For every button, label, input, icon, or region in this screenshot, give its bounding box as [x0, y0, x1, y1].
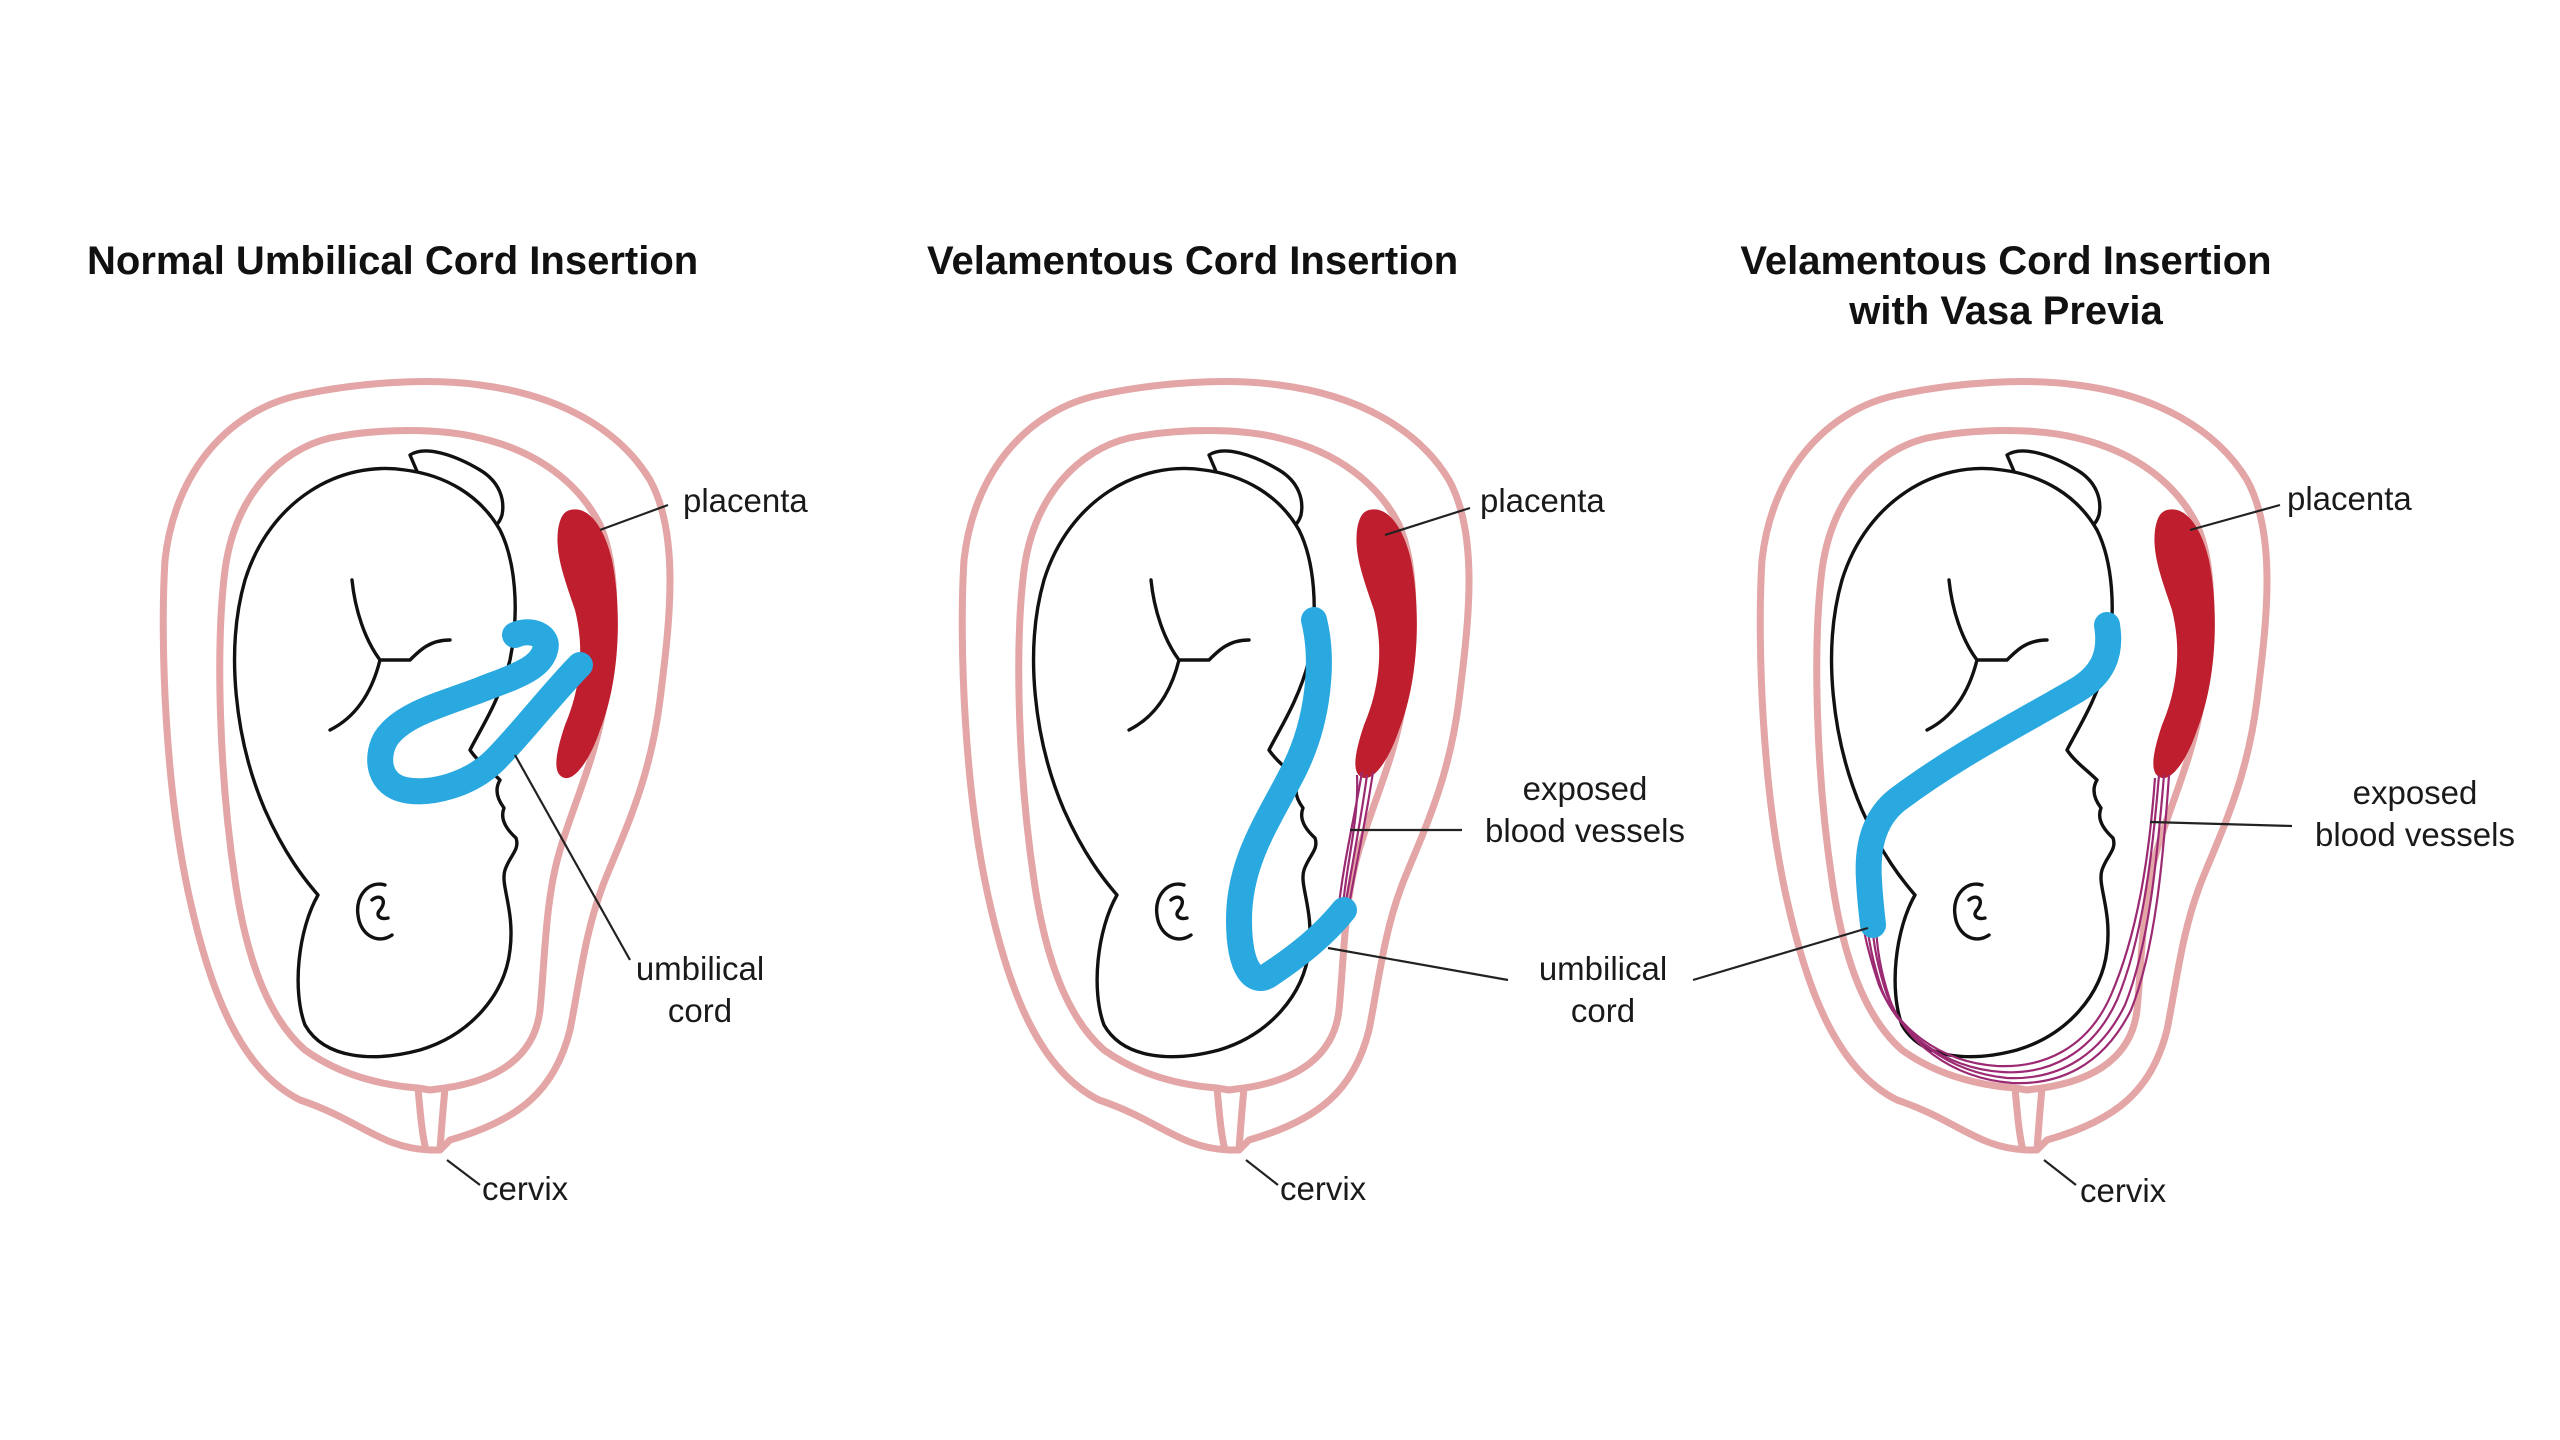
panel-1-title: Normal Umbilical Cord Insertion — [87, 239, 699, 283]
panel-1-placenta-label: placenta — [683, 482, 808, 519]
panel-2-title: Velamentous Cord Insertion — [927, 239, 1459, 283]
placenta-leader-line — [2189, 503, 2281, 532]
umbilical-cord — [367, 619, 593, 805]
label-line: blood vessels — [2315, 816, 2515, 853]
label-line: blood vessels — [1485, 812, 1685, 849]
panel-3-title: Velamentous Cord Insertion with Vasa Pre… — [1706, 236, 2306, 336]
cervix-leader-line — [446, 1159, 481, 1186]
panel-1-illustration — [163, 382, 670, 1150]
label-line: exposed — [2352, 774, 2478, 811]
umbilical-cord-leader-line — [1327, 946, 1509, 982]
panel-3-placenta-label: placenta — [2287, 480, 2412, 517]
umbilical-cord-leader-line — [1692, 926, 1869, 982]
panel-2-illustration — [962, 382, 1469, 1150]
panel-2-umbilical-cord-label: umbilical cord — [1503, 948, 1703, 1032]
placenta-leader-line — [599, 503, 669, 532]
placenta — [2153, 509, 2215, 779]
exposed-blood-vessels — [1861, 774, 2171, 1085]
panel-1-umbilical-cord-label: umbilical cord — [600, 948, 800, 1032]
panel-2-placenta-label: placenta — [1480, 482, 1605, 519]
placenta — [556, 509, 618, 779]
umbilical-cord-leader-line — [514, 754, 631, 961]
label-line: cord — [667, 992, 733, 1029]
exposed-blood-vessels — [1337, 771, 1375, 909]
label-line: umbilical — [1538, 950, 1668, 987]
label-line: cord — [1570, 992, 1636, 1029]
label-line: exposed — [1522, 770, 1648, 807]
panel-3-title-line-1: Velamentous Cord Insertion — [1740, 239, 2272, 283]
label-line: umbilical — [635, 950, 765, 987]
panel-3-illustration — [1760, 382, 2267, 1150]
panel-3-title-line-2: with Vasa Previa — [1849, 289, 2163, 333]
panel-2-cervix-label: cervix — [1280, 1170, 1367, 1207]
panel-2-exposed-blood-vessels-label: exposed blood vessels — [1460, 768, 1710, 852]
panel-3-cervix-label: cervix — [2080, 1172, 2167, 1209]
cervix-wall-left — [2015, 1088, 2023, 1150]
umbilical-cord — [1226, 607, 1357, 991]
placenta-leader-line — [1384, 506, 1471, 537]
exposed-blood-vessels-leader-line — [2149, 820, 2293, 828]
panel-1-cervix-label: cervix — [482, 1170, 569, 1207]
cervix-leader-line — [2043, 1159, 2077, 1186]
cervix-wall-right — [2037, 1088, 2042, 1150]
panel-3-exposed-blood-vessels-label: exposed blood vessels — [2290, 772, 2540, 856]
umbilical-cord — [1855, 612, 2122, 938]
placenta — [1355, 509, 1417, 779]
cervix-leader-line — [1245, 1159, 1279, 1186]
